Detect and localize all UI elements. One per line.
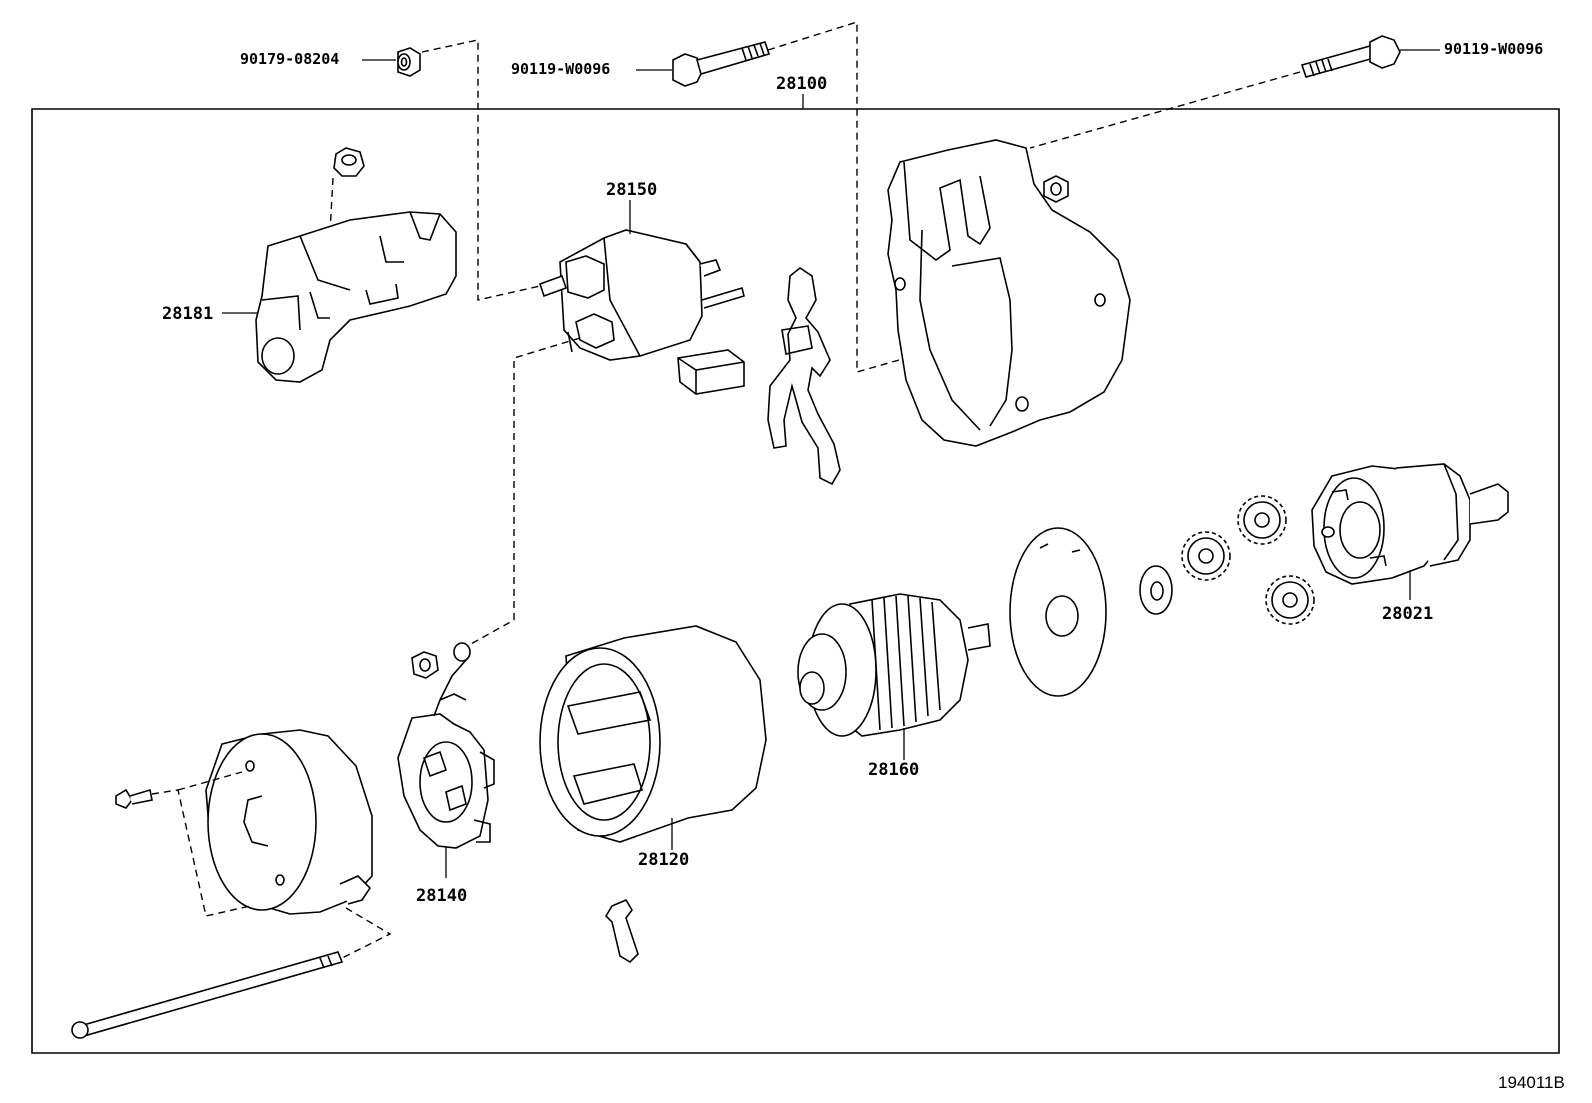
planetary-gear-2[interactable] — [1238, 496, 1286, 544]
label-28140: 28140 — [416, 886, 468, 906]
install-line-nut — [422, 40, 540, 300]
cover-28181-part[interactable] — [256, 148, 456, 382]
install-line-solenoid — [460, 338, 580, 650]
pin-part[interactable] — [606, 900, 638, 962]
planetary-gear-1[interactable] — [1182, 532, 1230, 580]
nut-part[interactable] — [398, 48, 420, 76]
brush-holder-28140-part[interactable] — [398, 643, 494, 848]
label-28021: 28021 — [1382, 604, 1434, 624]
terminal-nut-part[interactable] — [412, 652, 438, 678]
bolt-right-part[interactable] — [1302, 36, 1400, 77]
screw-part[interactable] — [116, 790, 152, 808]
label-bolt-90119-w0096-right: 90119-W0096 — [1444, 40, 1544, 58]
drive-lever-part[interactable] — [768, 268, 840, 484]
rubber-block-part[interactable] — [678, 350, 744, 394]
label-28160: 28160 — [868, 760, 920, 780]
plate-part[interactable] — [1010, 528, 1106, 696]
label-28181: 28181 — [162, 304, 214, 324]
pinion-clutch-28021-part[interactable] — [1312, 464, 1508, 584]
drive-housing-part[interactable] — [888, 140, 1130, 446]
label-nut-90179-08204: 90179-08204 — [240, 50, 340, 68]
install-line-screw — [152, 790, 250, 916]
figure-code: 194011B — [1498, 1073, 1565, 1092]
bolt-mid-part[interactable] — [673, 42, 769, 86]
label-28120: 28120 — [638, 850, 690, 870]
armature-28160-part[interactable] — [798, 594, 990, 736]
label-bolt-90119-w0096-mid: 90119-W0096 — [511, 60, 611, 78]
solenoid-28150-part[interactable] — [540, 230, 744, 360]
planetary-gear-3[interactable] — [1266, 576, 1314, 624]
yoke-28120-part[interactable] — [540, 626, 766, 842]
label-28100: 28100 — [776, 74, 828, 94]
label-28150: 28150 — [606, 180, 658, 200]
end-frame-part[interactable] — [206, 730, 372, 914]
through-bolt-part[interactable] — [72, 952, 342, 1038]
assembly-frame — [32, 109, 1559, 1053]
install-line-through-bolt — [342, 908, 390, 958]
washer-part[interactable] — [1140, 566, 1172, 614]
install-line-bolt-right — [1030, 72, 1300, 148]
